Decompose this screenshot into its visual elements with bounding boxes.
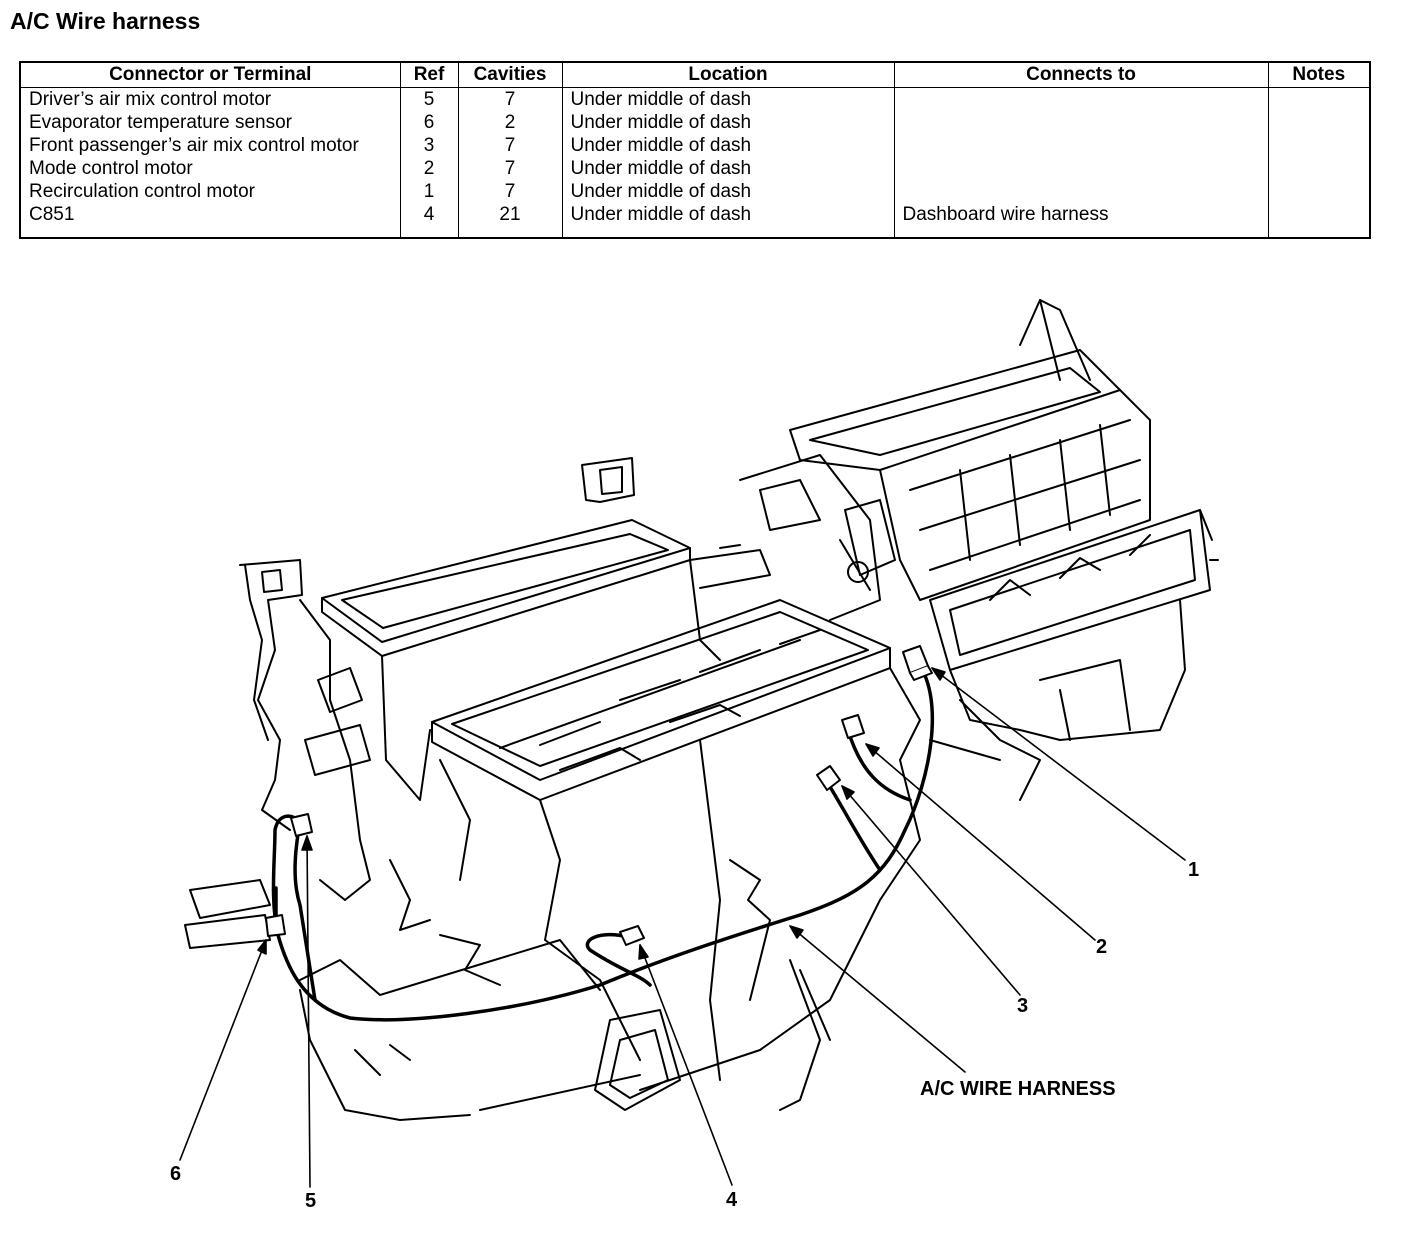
callout-3: 3: [1017, 995, 1028, 1017]
cell-location: Under middle of dash: [561, 87, 894, 111]
table-row: Driver’s air mix control motor 5 7 Under…: [20, 87, 1370, 111]
page-title: A/C Wire harness: [10, 8, 201, 34]
cell-connects-to: [893, 157, 1268, 180]
harness-label: A/C WIRE HARNESS: [920, 1078, 1116, 1100]
cell-ref: 4: [399, 203, 458, 238]
leader-lines: [179, 667, 1186, 1188]
connector-table: Connector or Terminal Ref Cavities Locat…: [19, 61, 1371, 239]
cell-connects-to: [893, 180, 1268, 203]
table-header-row: Connector or Terminal Ref Cavities Locat…: [20, 62, 1370, 88]
cell-ref: 6: [399, 111, 458, 134]
cell-connector: Driver’s air mix control motor: [29, 89, 272, 110]
cell-location: Under middle of dash: [561, 180, 894, 203]
cell-location: Under middle of dash: [561, 111, 894, 134]
cell-connector: Front passenger’s air mix control motor: [29, 135, 359, 156]
table-row: Recirculation control motor 1 7 Under mi…: [20, 180, 1370, 203]
cell-location: Under middle of dash: [561, 203, 894, 238]
cell-ref: 2: [399, 157, 458, 180]
cell-connector: C851: [29, 204, 75, 225]
header-cavities: Cavities: [457, 62, 562, 88]
cell-cavities: 7: [457, 157, 562, 180]
table-row: C851 4 21 Under middle of dash Dashboard…: [20, 203, 1370, 238]
cell-notes: [1267, 157, 1370, 180]
connector-6-icon: [265, 914, 286, 937]
cell-cavities: 7: [457, 87, 562, 111]
cell-cavities: 7: [457, 134, 562, 157]
table-row: Front passenger’s air mix control motor …: [20, 134, 1370, 157]
cell-cavities: 21: [457, 203, 562, 238]
cell-notes: [1267, 87, 1370, 111]
callout-5: 5: [305, 1190, 316, 1212]
ac-wire-harness: [271, 661, 935, 1022]
cell-connects-to: [893, 111, 1268, 134]
connector-2-icon: [841, 714, 865, 739]
cell-cavities: 2: [457, 111, 562, 134]
cell-notes: [1267, 180, 1370, 203]
cell-ref: 5: [399, 87, 458, 111]
cell-connector: Evaporator temperature sensor: [29, 112, 292, 133]
hvac-unit-diagram: 1 2 3 4 5 6 A/C WIRE HARNESS: [170, 299, 1219, 1212]
callout-4: 4: [726, 1189, 738, 1211]
callout-6: 6: [170, 1163, 181, 1185]
connector-4-icon: [619, 925, 645, 946]
cell-ref: 1: [399, 180, 458, 203]
hvac-housing: [184, 299, 1219, 1121]
cell-connects-to: [893, 134, 1268, 157]
cell-connector: Mode control motor: [29, 158, 193, 179]
header-location: Location: [561, 62, 894, 88]
cell-location: Under middle of dash: [561, 157, 894, 180]
cell-cavities: 7: [457, 180, 562, 203]
header-connects-to: Connects to: [893, 62, 1268, 88]
header-notes: Notes: [1267, 62, 1370, 88]
connector-1-icon: [902, 645, 933, 681]
cell-connector: Recirculation control motor: [29, 181, 255, 202]
header-ref: Ref: [399, 62, 458, 88]
callout-2: 2: [1096, 936, 1107, 958]
callout-1: 1: [1188, 859, 1199, 881]
table-row: Mode control motor 2 7 Under middle of d…: [20, 157, 1370, 180]
connector-5-icon: [290, 813, 313, 837]
cell-location: Under middle of dash: [561, 134, 894, 157]
header-connector: Connector or Terminal: [20, 62, 400, 88]
callout-labels: 1 2 3 4 5 6 A/C WIRE HARNESS: [170, 859, 1199, 1212]
connectors: [265, 645, 933, 946]
cell-notes: [1267, 203, 1370, 238]
connector-3-icon: [816, 765, 841, 791]
cell-connects-to: Dashboard wire harness: [893, 203, 1268, 238]
cell-notes: [1267, 111, 1370, 134]
cell-notes: [1267, 134, 1370, 157]
cell-ref: 3: [399, 134, 458, 157]
cell-connects-to: [893, 87, 1268, 111]
table-row: Evaporator temperature sensor 6 2 Under …: [20, 111, 1370, 134]
